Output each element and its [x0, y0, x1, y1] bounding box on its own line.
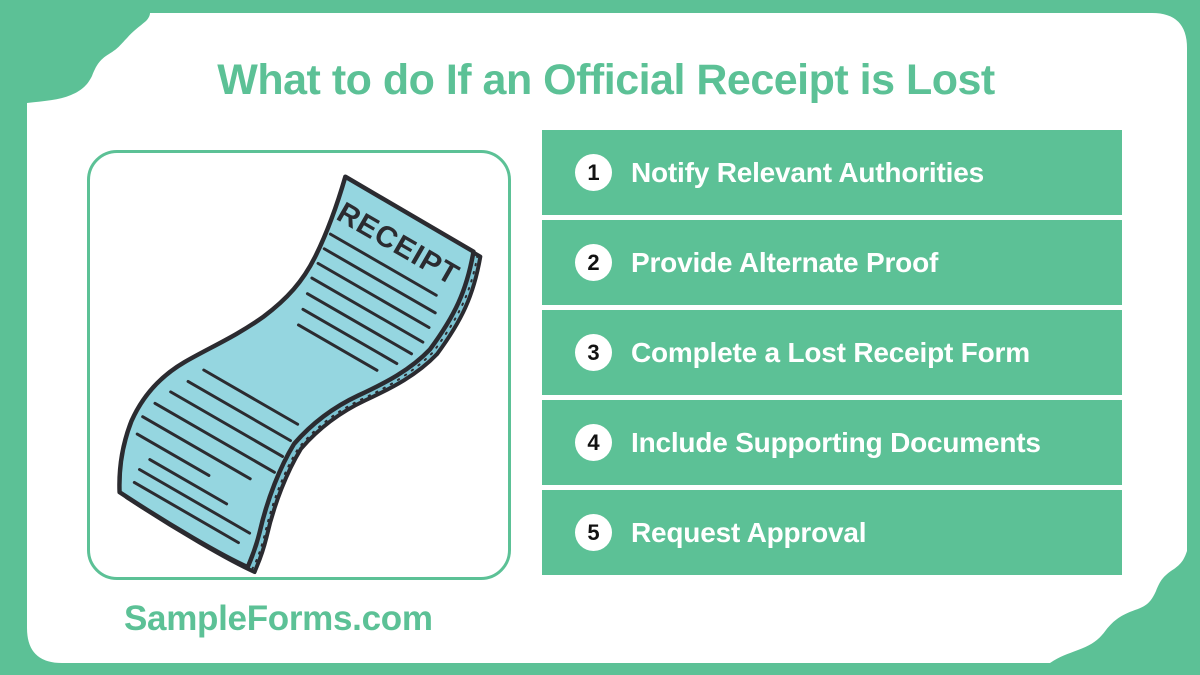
step-label: Complete a Lost Receipt Form: [631, 336, 1030, 368]
step-number-badge: 2: [575, 244, 612, 281]
step-label: Provide Alternate Proof: [631, 246, 939, 278]
step-number-badge: 5: [575, 514, 612, 551]
step-number-badge: 1: [575, 154, 612, 191]
step-label: Request Approval: [631, 516, 867, 548]
step-label: Notify Relevant Authorities: [631, 156, 984, 188]
receipt-icon: RECEIPT: [117, 174, 483, 574]
receipt-illustration-box: RECEIPT: [87, 150, 511, 580]
step-row-2: 2 Provide Alternate Proof: [542, 220, 1122, 305]
step-row-4: 4 Include Supporting Documents: [542, 400, 1122, 485]
step-label: Include Supporting Documents: [631, 426, 1041, 458]
brand-text: SampleForms.com: [124, 599, 433, 638]
step-number-badge: 3: [575, 334, 612, 371]
step-row-1: 1 Notify Relevant Authorities: [542, 130, 1122, 215]
step-number-badge: 4: [575, 424, 612, 461]
page-title: What to do If an Official Receipt is Los…: [217, 56, 995, 104]
step-row-3: 3 Complete a Lost Receipt Form: [542, 310, 1122, 395]
step-row-5: 5 Request Approval: [542, 490, 1122, 575]
steps-list: 1 Notify Relevant Authorities 2 Provide …: [542, 130, 1122, 575]
